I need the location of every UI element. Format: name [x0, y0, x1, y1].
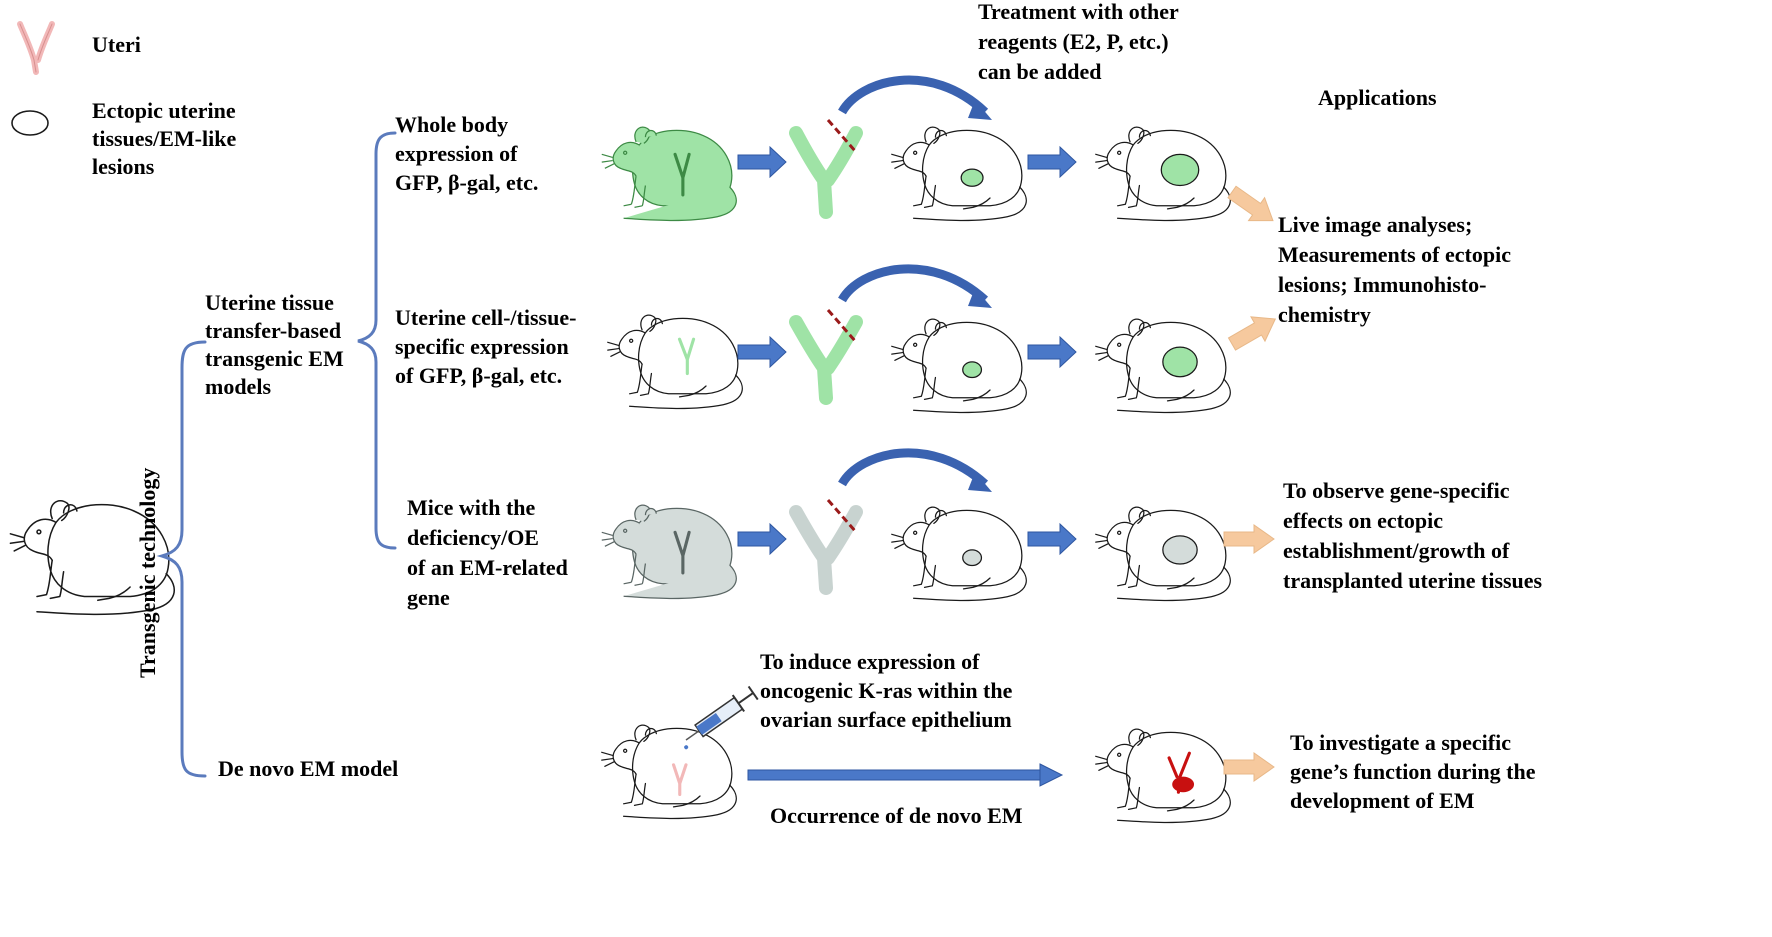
long-flow-arrow — [747, 763, 1064, 787]
lesion-mouse — [1095, 318, 1231, 414]
applications-denovo: To investigate a specific gene’s functio… — [1290, 730, 1541, 813]
flow-arrow — [737, 335, 787, 369]
donor-mouse-green — [601, 126, 737, 222]
lesion-mouse-denovo — [1095, 728, 1231, 824]
output-arrow — [1227, 185, 1274, 222]
row-label-whole-body: Whole body expression of GFP, β-gal, etc… — [395, 112, 538, 195]
applications-gene-effects: To observe gene-specific effects on ecto… — [1283, 478, 1543, 593]
main-bracket — [156, 340, 207, 778]
donor-mouse-gray — [601, 504, 737, 600]
flow-arrow — [737, 145, 787, 179]
induce-label: To induce expression of oncogenic K-ras … — [760, 649, 1018, 732]
denovo-mouse — [601, 724, 737, 820]
output-arrow — [1223, 524, 1275, 554]
output-arrow — [1227, 316, 1277, 351]
root-label: Transgenic technology — [135, 468, 160, 678]
uterus-icon — [789, 499, 863, 595]
row-label-uterine-specific: Uterine cell-/tissue- specific expressio… — [395, 305, 582, 388]
row-deficiency — [601, 448, 1231, 602]
lesion-mouse — [1095, 506, 1231, 602]
row-denovo: To induce expression of oncogenic K-ras … — [601, 649, 1231, 828]
uterus-icon — [17, 21, 55, 75]
uterus-icon — [789, 119, 863, 219]
legend-ectopic-label: Ectopic uterine tissues/EM-like lesions — [92, 98, 242, 179]
legend: Uteri Ectopic uterine tissues/EM-like le… — [11, 21, 242, 179]
applications-live: Live image analyses; Measurements of ect… — [1278, 212, 1516, 327]
recipient-mouse — [891, 318, 1027, 414]
legend-uteri-label: Uteri — [92, 32, 141, 57]
lesion-mouse — [1095, 126, 1231, 222]
flow-arrow — [737, 522, 787, 556]
lesion-oval-icon — [11, 110, 49, 136]
syringe-icon — [684, 685, 759, 750]
curved-arrow — [838, 264, 989, 304]
row-whole-body — [601, 75, 1231, 222]
flow-arrow — [1027, 522, 1077, 556]
transfer-bracket — [357, 131, 397, 550]
row-uterine-specific — [607, 264, 1231, 414]
uterus-icon — [789, 309, 863, 405]
curved-arrow — [838, 75, 989, 116]
denovo-branch-label: De novo EM model — [218, 756, 398, 781]
output-arrow — [1223, 752, 1275, 782]
flow-arrow — [1027, 145, 1077, 179]
treatment-note: Treatment with other reagents (E2, P, et… — [978, 0, 1184, 84]
applications-title: Applications — [1318, 85, 1437, 110]
flow-arrow — [1027, 335, 1077, 369]
recipient-mouse — [891, 126, 1027, 222]
occurrence-label: Occurrence of de novo EM — [770, 803, 1023, 828]
curved-arrow — [838, 448, 989, 488]
recipient-mouse — [891, 506, 1027, 602]
transfer-branch-label: Uterine tissue transfer-based transgenic… — [205, 290, 349, 399]
donor-mouse-uterine-gfp — [607, 314, 743, 410]
row-label-deficiency: Mice with the deficiency/OE of an EM-rel… — [407, 495, 573, 610]
